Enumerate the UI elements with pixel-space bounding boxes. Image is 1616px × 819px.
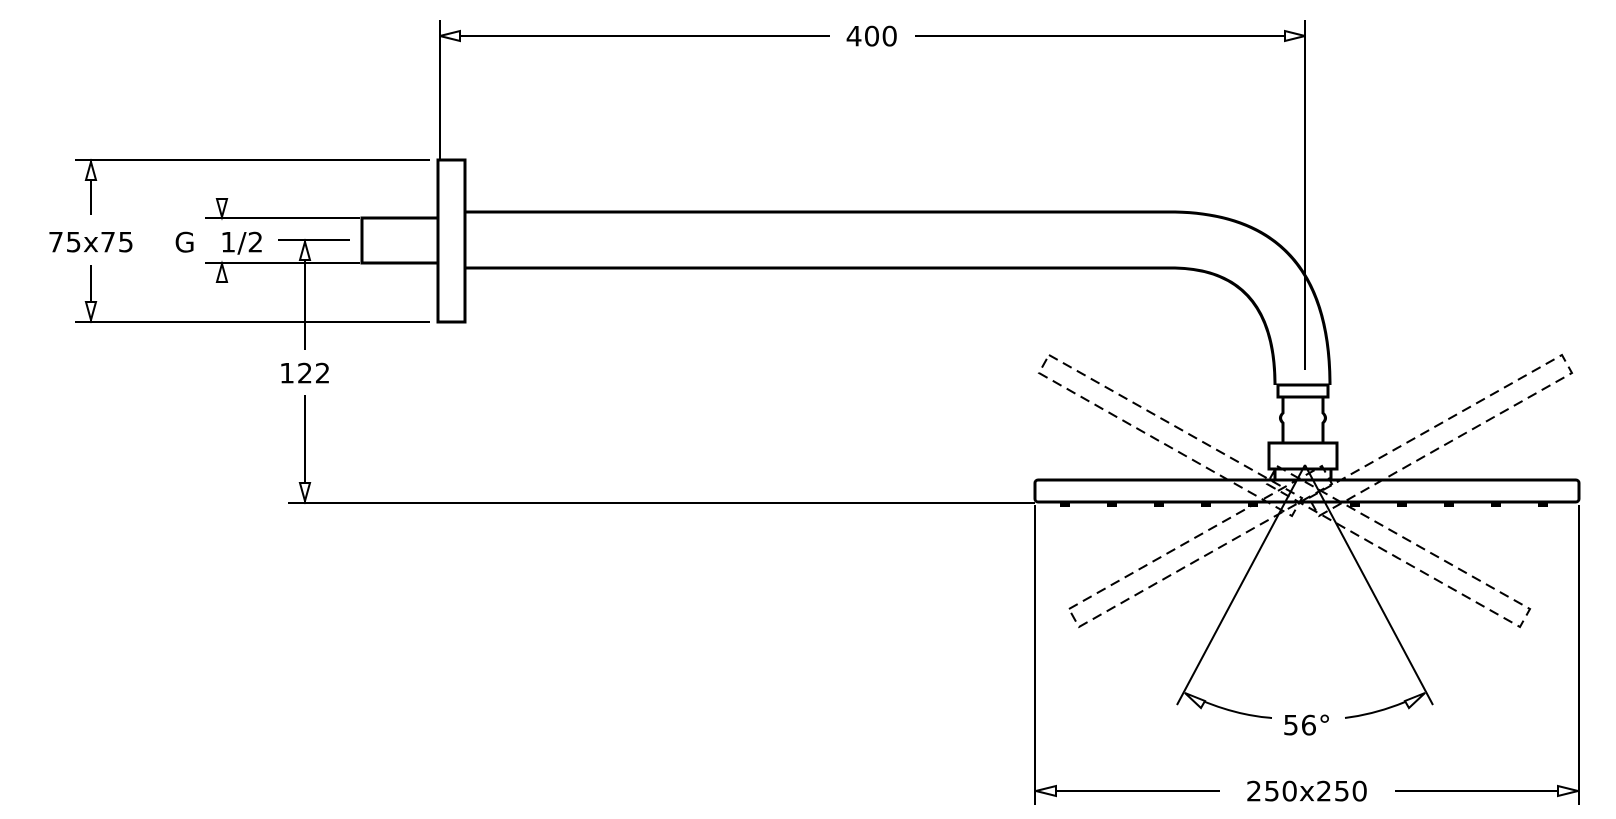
head-size-dimension: 250x250 <box>1034 505 1580 808</box>
swivel-joint <box>1267 383 1339 482</box>
spray-angle-dimension: 56° <box>1176 464 1434 742</box>
wall-flange <box>360 158 467 324</box>
drop-height-label: 122 <box>278 357 331 390</box>
head-size-label: 250x250 <box>1245 775 1368 808</box>
thread-size-label: 1/2 <box>219 226 264 259</box>
arm-length-label: 400 <box>845 20 898 53</box>
thread-dimension: G 1/2 <box>174 198 360 283</box>
arm-length-dimension: 400 <box>439 20 1306 370</box>
thread-type-label: G <box>174 226 196 259</box>
drop-height-dimension: 122 <box>278 238 1035 505</box>
flange-size-label: 75x75 <box>47 226 135 259</box>
flange-size-dimension: 75x75 <box>47 158 430 324</box>
spray-angle-label: 56° <box>1282 709 1332 742</box>
swivel-range-outline <box>1037 353 1574 629</box>
shower-arm <box>465 210 1332 386</box>
